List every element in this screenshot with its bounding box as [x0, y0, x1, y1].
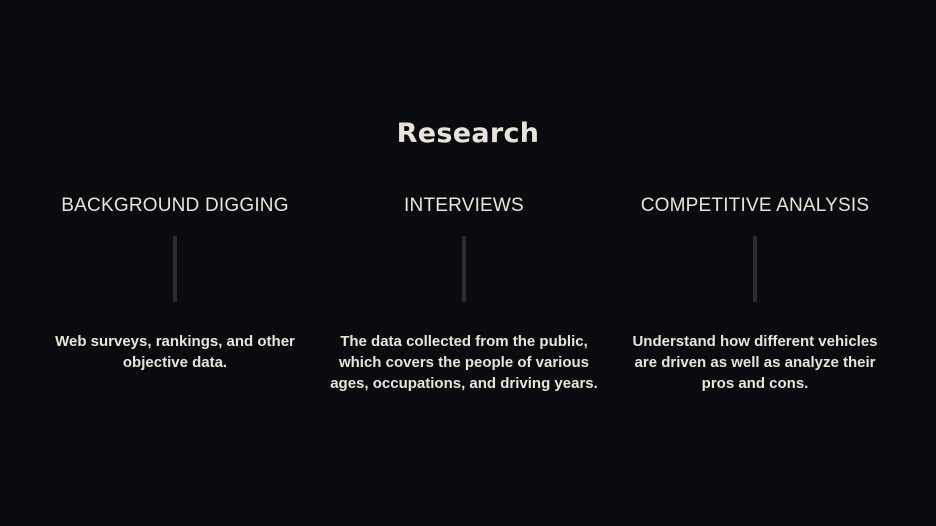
column-description: The data collected from the public, whic… — [330, 333, 598, 392]
column-description: Web surveys, rankings, and other objecti… — [55, 333, 295, 371]
divider — [753, 236, 757, 302]
column-heading: BACKGROUND DIGGING — [61, 195, 289, 216]
column-interviews: INTERVIEWS The data collected from the p… — [314, 194, 614, 394]
column-heading: INTERVIEWS — [404, 195, 524, 216]
column-competitive-analysis: COMPETITIVE ANALYSIS Understand how diff… — [605, 194, 905, 394]
column-background-digging: BACKGROUND DIGGING Web surveys, rankings… — [25, 194, 325, 373]
divider — [462, 236, 466, 302]
page-title: Research — [396, 118, 540, 149]
divider — [173, 236, 177, 302]
column-heading: COMPETITIVE ANALYSIS — [640, 195, 870, 216]
column-description: Understand how different vehicles are dr… — [632, 333, 878, 392]
